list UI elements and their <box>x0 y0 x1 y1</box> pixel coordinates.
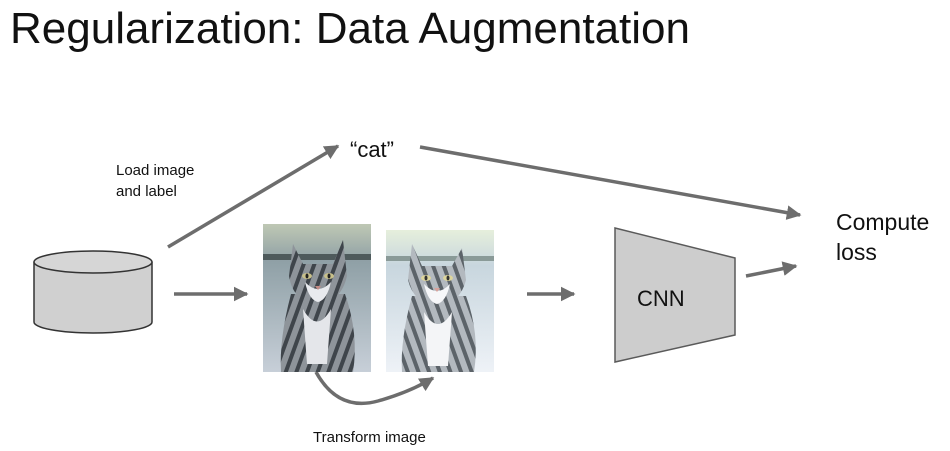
cat-photo-augmented <box>386 230 494 372</box>
arrow-db-to-cat <box>167 144 340 249</box>
arrow-cat-to-loss <box>419 145 802 220</box>
transform-image-label: Transform image <box>313 429 426 446</box>
arrow-cnn-to-loss <box>745 261 798 278</box>
cnn-block <box>614 227 736 363</box>
cat-label: “cat” <box>350 137 394 162</box>
arrow-transform-curve <box>314 371 435 406</box>
slide-title: Regularization: Data Augmentation <box>10 4 690 53</box>
database-icon <box>33 250 153 334</box>
compute-loss-label: Compute loss <box>836 209 930 265</box>
cnn-label: CNN <box>637 286 685 311</box>
load-image-label: Load image and label <box>116 162 195 200</box>
cat-photo <box>263 224 371 372</box>
